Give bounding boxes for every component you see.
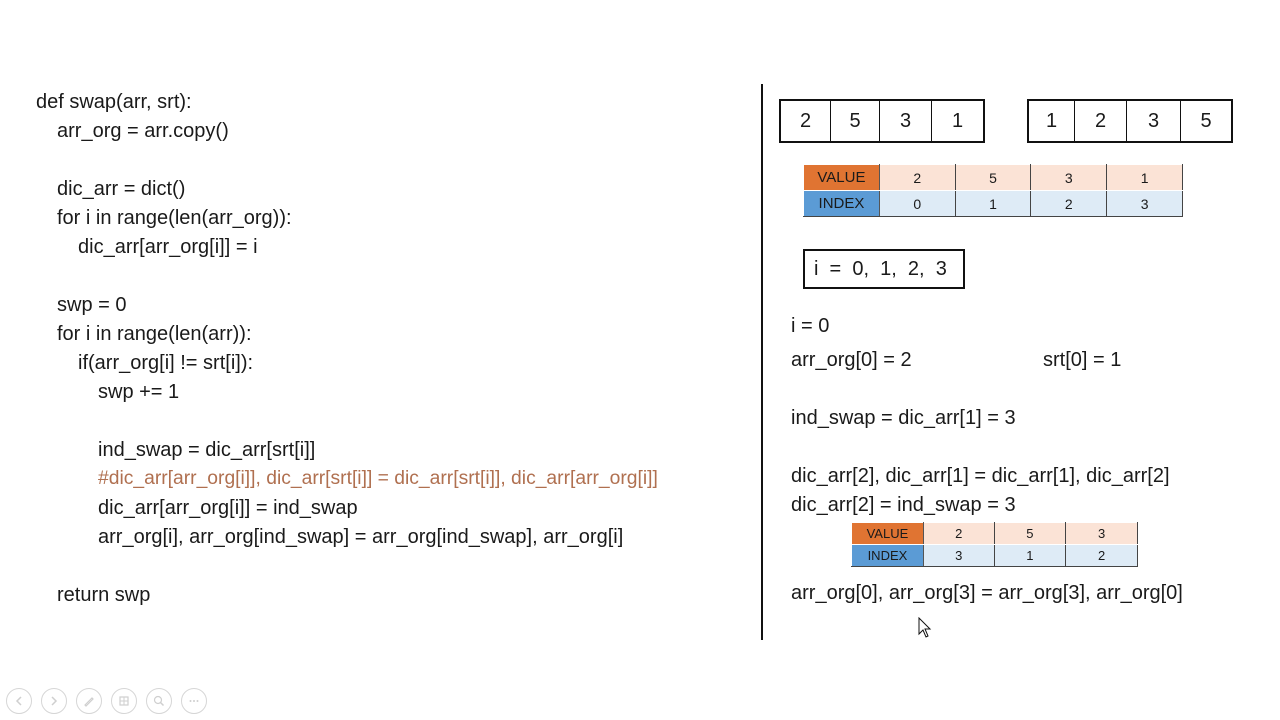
code-line: arr_org = arr.copy()	[57, 120, 229, 142]
note-dic-swap: dic_arr[2], dic_arr[1] = dic_arr[1], dic…	[791, 465, 1170, 487]
code-line: arr_org[i], arr_org[ind_swap] = arr_org[…	[98, 526, 624, 548]
code-line: dic_arr[arr_org[i]] = i	[78, 236, 258, 258]
table-cell: 3	[1030, 164, 1108, 191]
zoom-button[interactable]	[146, 688, 172, 714]
code-line: swp += 1	[98, 381, 180, 403]
previous-button[interactable]	[6, 688, 32, 714]
table-cell: 5	[993, 522, 1067, 545]
slides-button[interactable]	[111, 688, 137, 714]
original-array: 2 5 3 1	[779, 99, 985, 143]
note-srt: srt[0] = 1	[1043, 349, 1122, 371]
table-cell: 2	[1030, 190, 1108, 217]
table-cell: 3	[922, 544, 995, 567]
code-line: dic_arr = dict()	[57, 178, 186, 200]
note-arr-swap: arr_org[0], arr_org[3] = arr_org[3], arr…	[791, 582, 1183, 604]
table-cell: 1	[1106, 164, 1183, 191]
array-cell: 1	[951, 109, 964, 132]
array-cell: 2	[1075, 101, 1127, 141]
note-i-value: i = 0	[791, 315, 830, 337]
note-arr-org: arr_org[0] = 2	[791, 349, 912, 371]
code-line: swp = 0	[57, 294, 127, 316]
index-header: INDEX	[803, 190, 880, 217]
array-cell: 5	[831, 101, 880, 141]
sorted-array: 1 2 3 5	[1027, 99, 1233, 143]
updated-dictionary-table: VALUE 2 5 3 INDEX 3 1 2	[851, 522, 1138, 567]
table-cell: 5	[954, 164, 1032, 191]
code-line: return swp	[57, 584, 151, 606]
slides-icon	[119, 696, 129, 706]
note-ind-swap: ind_swap = dic_arr[1] = 3	[791, 407, 1016, 429]
loop-range-box: i = 0, 1, 2, 3	[803, 249, 965, 289]
code-line: for i in range(len(arr_org)):	[57, 207, 292, 229]
zoom-icon	[153, 695, 165, 707]
code-line: def swap(arr, srt):	[36, 91, 192, 113]
table-cell: 0	[878, 190, 956, 217]
more-icon	[189, 700, 199, 702]
table-cell: 3	[1106, 190, 1183, 217]
table-cell: 1	[954, 190, 1032, 217]
table-cell: 2	[1065, 544, 1138, 567]
array-cell: 1	[1029, 101, 1075, 141]
dictionary-table: VALUE 2 5 3 1 INDEX 0 1 2 3	[803, 164, 1183, 217]
code-line: if(arr_org[i] != srt[i]):	[78, 352, 254, 374]
next-button[interactable]	[41, 688, 67, 714]
value-header: VALUE	[851, 522, 924, 545]
pen-icon	[84, 697, 94, 707]
code-line: for i in range(len(arr)):	[57, 323, 252, 345]
value-header: VALUE	[803, 164, 880, 191]
slideshow-toolbar	[6, 688, 207, 714]
array-cell: 3	[880, 101, 932, 141]
more-button[interactable]	[181, 688, 207, 714]
array-cell: 3	[1127, 101, 1181, 141]
array-cell: 5	[1200, 109, 1212, 132]
pen-button[interactable]	[76, 688, 102, 714]
table-cell: 2	[878, 164, 956, 191]
code-line: dic_arr[arr_org[i]] = ind_swap	[98, 497, 358, 519]
table-cell: 3	[1065, 522, 1138, 545]
note-dic-assign: dic_arr[2] = ind_swap = 3	[791, 494, 1016, 516]
array-cell: 2	[781, 101, 831, 141]
code-comment-line: #dic_arr[arr_org[i]], dic_arr[srt[i]] = …	[98, 468, 658, 489]
index-header: INDEX	[851, 544, 924, 567]
code-line: ind_swap = dic_arr[srt[i]]	[98, 439, 316, 461]
vertical-divider	[761, 84, 763, 640]
mouse-cursor-icon	[918, 617, 932, 638]
next-icon	[51, 696, 58, 706]
table-cell: 1	[993, 544, 1067, 567]
previous-icon	[15, 696, 22, 706]
table-cell: 2	[922, 522, 995, 545]
